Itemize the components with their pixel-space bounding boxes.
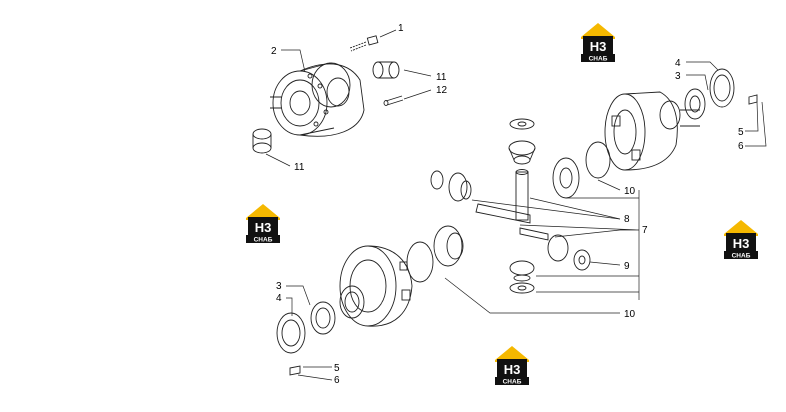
lock-plate-right [748,94,758,105]
callout-6-left: 6 [334,375,340,386]
watermark-sub-text: CHAБ [503,379,522,386]
lock-plate-left [289,365,301,376]
callout-3-right: 3 [675,71,681,82]
callout-3-left: 3 [276,281,282,292]
watermark-main-text: H3 [255,220,272,235]
callout-4-left: 4 [276,293,282,304]
callout-4-right: 4 [675,58,681,69]
callout-8: 8 [624,214,630,225]
callout-10-lower: 10 [624,309,636,320]
callout-11-lower: 11 [294,162,305,173]
center-gear-set [406,118,611,294]
watermark-logo-left: H3 CHAБ [246,204,280,244]
callout-10-upper: 10 [624,186,636,197]
bolt-part [349,35,379,52]
leader-lines [265,29,767,381]
callout-1: 1 [398,23,404,34]
watermark-logo-right: H3 CHAБ [724,220,758,260]
pin-part [383,95,404,106]
callout-2: 2 [271,46,277,57]
bearing-left [310,301,336,335]
adjuster-ring-left [276,312,306,354]
callout-labels: 1 2 11 12 11 4 3 5 6 10 8 7 9 10 3 4 5 6 [271,23,744,386]
differential-housing-upper [270,62,365,137]
callout-12: 12 [436,85,448,96]
callout-5-right: 5 [738,127,744,138]
callout-7: 7 [642,225,648,236]
watermark-logo-bottom: H3 CHAБ [495,346,529,386]
bushing-upper [372,61,400,79]
callout-6-right: 6 [738,141,744,152]
bushing-lower [252,128,272,154]
watermark-main-text: H3 [733,236,750,251]
differential-housing-lower [339,245,413,327]
bearing-right [684,88,706,120]
watermark-main-text: H3 [590,39,607,54]
callout-9: 9 [624,261,630,272]
watermark-main-text: H3 [504,362,521,377]
adjuster-ring-right [709,68,735,108]
callout-5-left: 5 [334,363,340,374]
watermark-sub-text: CHAБ [254,237,273,244]
watermark-logo-top: H3 CHAБ [581,23,615,63]
callout-11-upper: 11 [436,72,447,83]
watermark-sub-text: CHAБ [732,253,751,260]
watermark-sub-text: CHAБ [589,56,608,63]
differential-housing-right [604,91,700,171]
